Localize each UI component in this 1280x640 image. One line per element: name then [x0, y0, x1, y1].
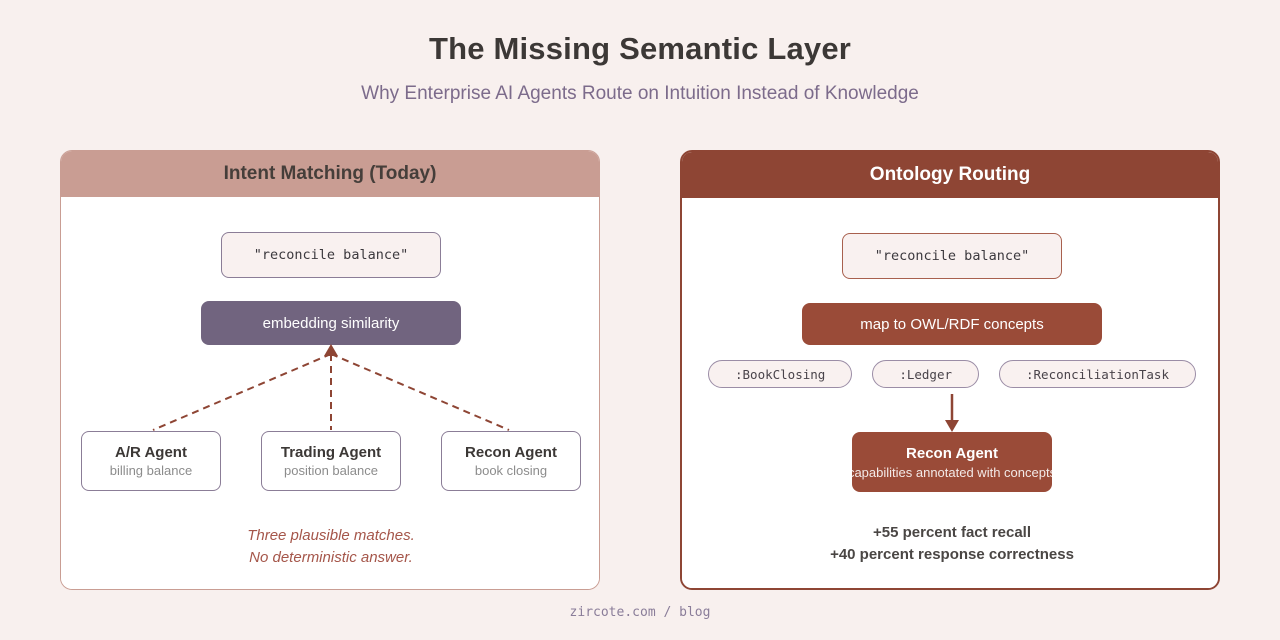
query-box-left: "reconcile balance": [221, 232, 441, 278]
concept-pill-bookclosing: :BookClosing: [708, 360, 853, 388]
result-agent-name: Recon Agent: [906, 444, 998, 462]
down-arrow-icon: [945, 394, 959, 432]
intent-matching-panel-title: Intent Matching (Today): [61, 151, 599, 197]
concept-pill-ledger: :Ledger: [872, 360, 979, 388]
query-box-right: "reconcile balance": [842, 233, 1062, 279]
ontology-routing-panel-title: Ontology Routing: [682, 152, 1218, 198]
intent-matching-panel: Intent Matching (Today) "reconcile balan…: [60, 150, 600, 590]
recon-agent-result-card: Recon Agent capabilities annotated with …: [848, 432, 1056, 492]
ambiguity-note-line1: Three plausible matches.: [247, 527, 415, 544]
concept-pill-row: :BookClosing :Ledger :ReconciliationTask: [682, 360, 1218, 388]
ontology-routing-panel: Ontology Routing "reconcile balance" map…: [680, 150, 1220, 590]
stat-fact-recall: +55 percent fact recall: [872, 524, 1031, 541]
agent-name: Recon Agent: [465, 444, 557, 461]
footer-attribution: zircote.com / blog: [569, 605, 711, 620]
page-title: The Missing Semantic Layer: [428, 31, 852, 66]
embedding-similarity-box: embedding similarity: [201, 301, 461, 345]
agent-card-trading: Trading Agent position balance: [261, 431, 401, 491]
agent-card-recon: Recon Agent book closing: [441, 431, 581, 491]
improvement-stats: +55 percent fact recall +40 percent resp…: [682, 522, 1218, 566]
owl-rdf-mapping-box: map to OWL/RDF concepts: [802, 303, 1102, 345]
concept-pill-reconciliationtask: :ReconciliationTask: [999, 360, 1196, 388]
agent-desc: billing balance: [109, 463, 193, 478]
agent-row: A/R Agent billing balance Trading Agent …: [61, 431, 599, 491]
agent-desc: position balance: [284, 463, 378, 478]
agent-desc: book closing: [474, 463, 548, 478]
ambiguity-note-line2: No deterministic answer.: [249, 549, 413, 566]
agent-name: Trading Agent: [280, 444, 382, 461]
similarity-fan-lines: [152, 344, 510, 431]
ontology-routing-panel-body: "reconcile balance" map to OWL/RDF conce…: [682, 198, 1218, 588]
stat-response-correctness: +40 percent response correctness: [830, 546, 1074, 563]
intent-matching-panel-body: "reconcile balance" embedding similarity…: [61, 197, 599, 589]
ambiguity-note: Three plausible matches. No deterministi…: [61, 525, 599, 569]
up-arrowhead-icon: [324, 344, 338, 356]
page-subtitle: Why Enterprise AI Agents Route on Intuit…: [361, 83, 919, 104]
result-agent-desc: capabilities annotated with concepts: [847, 464, 1057, 480]
agent-name: A/R Agent: [115, 444, 187, 461]
agent-card-ar: A/R Agent billing balance: [81, 431, 221, 491]
